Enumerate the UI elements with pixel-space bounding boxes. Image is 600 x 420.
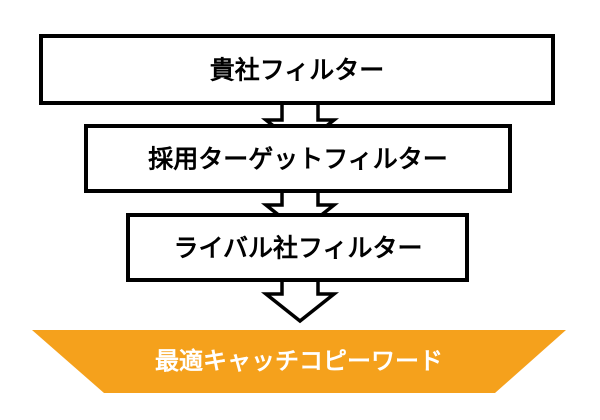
filter-box-rival-frame	[126, 213, 469, 282]
filter-box-company: 貴社フィルター	[39, 34, 555, 105]
result-banner: 最適キャッチコピーワード	[32, 330, 566, 393]
filter-box-target-frame	[84, 124, 512, 193]
result-label: 最適キャッチコピーワード	[155, 347, 443, 375]
filter-box-target: 採用ターゲットフィルター	[84, 124, 512, 193]
arrow-down-3	[260, 278, 340, 324]
filter-box-rival: ライバル社フィルター	[126, 213, 469, 282]
filter-box-company-frame	[39, 34, 555, 105]
filter-label-company: 貴社フィルター	[210, 56, 385, 85]
result-banner-shape	[32, 330, 566, 393]
filter-label-rival: ライバル社フィルター	[173, 234, 422, 263]
filter-label-target: 採用ターゲットフィルター	[148, 145, 448, 174]
